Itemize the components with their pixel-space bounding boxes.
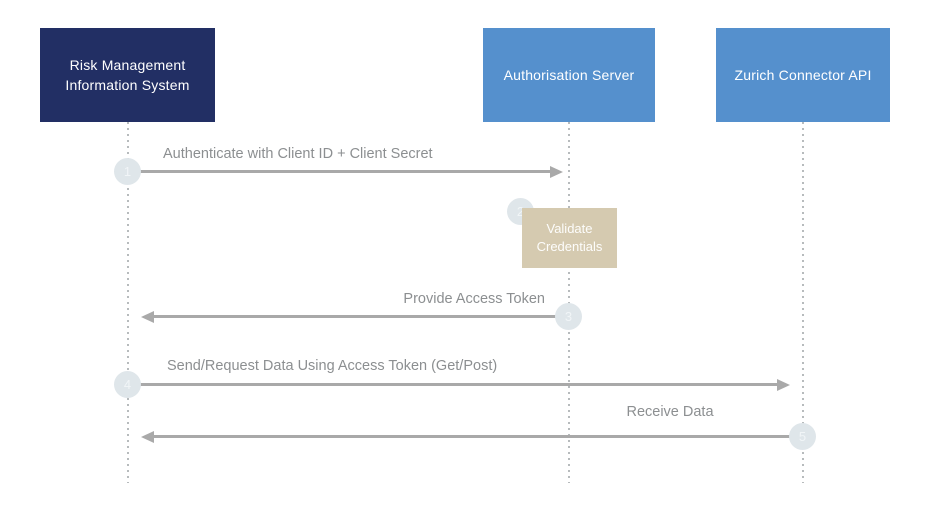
message-arrow-authenticate [140, 170, 550, 173]
message-label-receive-data: Receive Data [626, 404, 714, 420]
step-badge-1: 1 [114, 158, 141, 185]
lifeline-zurich-connector-api [802, 122, 804, 483]
actor-authorisation-server: Authorisation Server [483, 28, 655, 122]
process-box-validate-credentials: Validate Credentials [522, 208, 617, 268]
actor-zurich-connector-api: Zurich Connector API [716, 28, 890, 122]
message-label-provide-access-token: Provide Access Token [403, 291, 545, 307]
message-label-send-request-data: Send/Request Data Using Access Token (Ge… [167, 358, 498, 374]
arrowhead-left-icon [141, 311, 154, 323]
message-arrow-send-request-data [140, 383, 777, 386]
message-arrow-provide-access-token [154, 315, 556, 318]
lifeline-authorisation-server [568, 122, 570, 483]
process-label: Validate Credentials [536, 221, 603, 254]
arrowhead-right-icon [777, 379, 790, 391]
message-arrow-receive-data [154, 435, 790, 438]
lifeline-risk-management-information-system [127, 122, 129, 483]
step-badge-5: 5 [789, 423, 816, 450]
actor-label: Authorisation Server [503, 66, 635, 83]
message-label-authenticate: Authenticate with Client ID + Client Sec… [163, 146, 433, 162]
step-badge-4: 4 [114, 371, 141, 398]
arrowhead-left-icon [141, 431, 154, 443]
arrowhead-right-icon [550, 166, 563, 178]
step-badge-3: 3 [555, 303, 582, 330]
actor-label: Risk Management Information System [65, 56, 190, 93]
actor-label: Zurich Connector API [734, 66, 872, 83]
actor-risk-management-information-system: Risk Management Information System [40, 28, 215, 122]
